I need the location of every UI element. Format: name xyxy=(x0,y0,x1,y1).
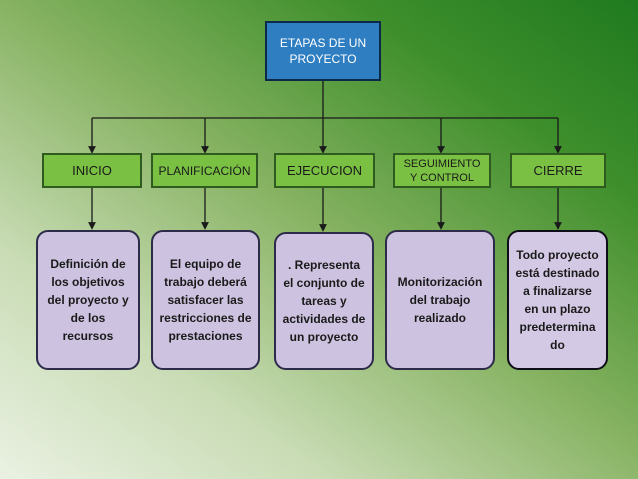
description-inicio: Definición de los objetivos del proyecto… xyxy=(36,230,140,370)
stage-planificacion: PLANIFICACIÓN xyxy=(151,153,258,188)
stage-inicio: INICIO xyxy=(42,153,142,188)
stage-label: PLANIFICACIÓN xyxy=(158,163,251,178)
stage-label: INICIO xyxy=(72,162,112,178)
description-planificacion: El equipo de trabajo deberá satisfacer l… xyxy=(151,230,260,370)
stage-ejecucion: EJECUCION xyxy=(274,153,375,188)
description-cierre: Todo proyecto está destinado a finalizar… xyxy=(507,230,608,370)
root-label: ETAPAS DE UN PROYECTO xyxy=(279,36,367,66)
description-ejecucion: . Representa el conjunto de tareas y act… xyxy=(274,232,374,370)
stage-cierre: CIERRE xyxy=(510,153,606,188)
stage-label: EJECUCION xyxy=(286,162,363,178)
description-text: Definición de los objetivos del proyecto… xyxy=(47,257,129,343)
description-text: Todo proyecto está destinado a finalizar… xyxy=(515,248,600,352)
description-text: . Representa el conjunto de tareas y act… xyxy=(282,258,366,344)
stage-seguimiento-control: SEGUIMIENTO Y CONTROL xyxy=(393,153,491,188)
description-seguimiento-control: Monitorización del trabajo realizado xyxy=(385,230,495,370)
description-text: El equipo de trabajo deberá satisfacer l… xyxy=(159,257,252,343)
stage-label: SEGUIMIENTO Y CONTROL xyxy=(403,157,481,184)
stage-label: CIERRE xyxy=(533,162,583,178)
description-text: Monitorización del trabajo realizado xyxy=(397,275,483,325)
root-node: ETAPAS DE UN PROYECTO xyxy=(265,21,381,81)
